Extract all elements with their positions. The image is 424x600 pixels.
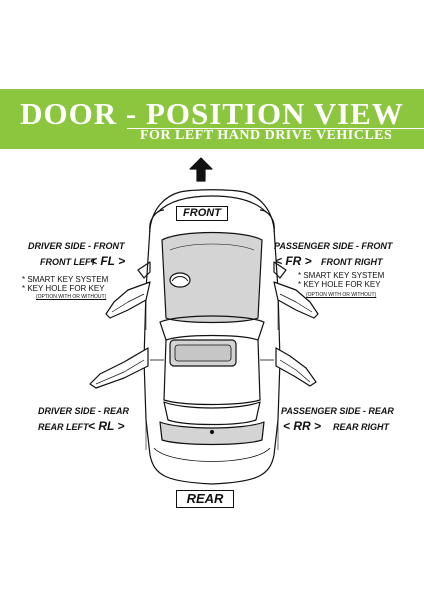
page-title: DOOR - POSITION VIEW	[20, 96, 404, 131]
driver-front-name: FRONT LEFT	[40, 257, 96, 267]
passenger-rear-name: REAR RIGHT	[333, 422, 389, 432]
left-key-hole-note: * KEY HOLE FOR KEY	[22, 284, 105, 293]
door-rear-right	[275, 347, 317, 387]
front-label-box: FRONT	[176, 206, 228, 221]
passenger-front-heading: PASSENGER SIDE - FRONT	[274, 241, 393, 251]
driver-front-code: < FL >	[90, 254, 126, 268]
rear-label-box: REAR	[176, 490, 234, 508]
passenger-front-name: FRONT RIGHT	[321, 257, 383, 267]
right-option-note: (OPTION WITH OR WITHOUT)	[306, 292, 377, 298]
page-subtitle: FOR LEFT HAND DRIVE VEHICLES	[140, 128, 393, 143]
right-smart-key-note: * SMART KEY SYSTEM	[298, 271, 385, 280]
driver-front-heading: DRIVER SIDE - FRONT	[28, 241, 125, 251]
driver-rear-code: < RL >	[88, 419, 125, 433]
up-arrow-icon	[189, 157, 213, 182]
passenger-front-code: < FR >	[275, 254, 312, 268]
driver-rear-name: REAR LEFT	[38, 422, 89, 432]
driver-rear-heading: DRIVER SIDE - REAR	[38, 406, 130, 416]
right-key-hole-note: * KEY HOLE FOR KEY	[298, 280, 381, 289]
header-banner	[0, 89, 424, 149]
roof	[163, 339, 261, 406]
passenger-rear-code: < RR >	[283, 419, 322, 433]
left-option-note: (OPTION WITH OR WITHOUT)	[36, 294, 107, 300]
door-front-left	[105, 281, 151, 319]
hood-panel	[161, 231, 263, 324]
car-logo-icon	[169, 272, 191, 288]
door-rear-left	[89, 347, 149, 389]
passenger-rear-heading: PASSENGER SIDE - REAR	[281, 406, 394, 416]
subtitle-rule	[127, 128, 424, 129]
left-smart-key-note: * SMART KEY SYSTEM	[22, 275, 109, 284]
